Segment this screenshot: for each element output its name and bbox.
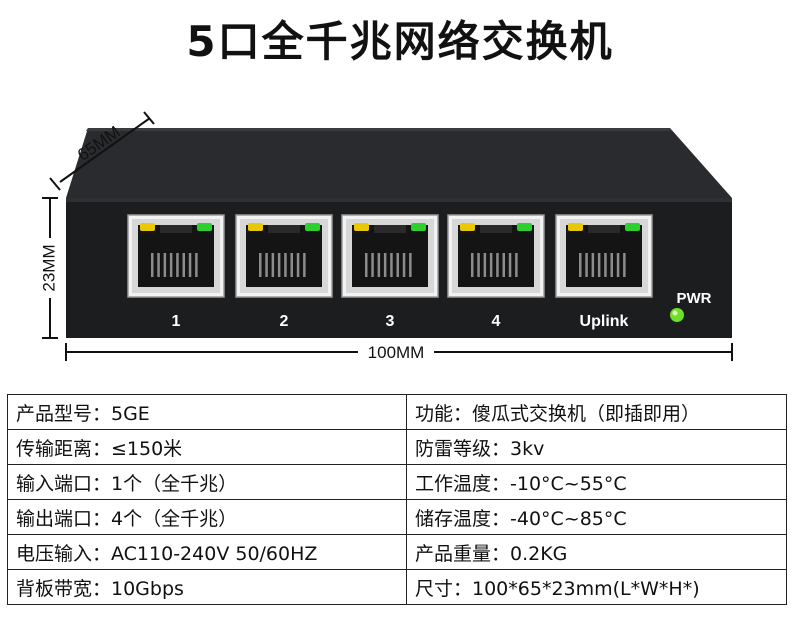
- spec-cell: 尺寸：100*65*23mm(L*W*H*): [406, 569, 787, 605]
- spec-cell: 工作温度：-10°C~55°C: [406, 464, 787, 500]
- link-led-green: [625, 223, 640, 231]
- spec-cell: 输入端口：1个（全千兆）: [7, 464, 407, 500]
- width-dimension: 100MM: [65, 342, 733, 362]
- spec-row: 传输距离：≤150米防雷等级：3kv: [7, 429, 787, 465]
- link-led-yellow: [140, 223, 155, 231]
- port-label: 2: [280, 313, 289, 330]
- page-title: 5口全千兆网络交换机: [186, 17, 614, 66]
- height-label: 23MM: [39, 244, 58, 291]
- link-led-green: [411, 223, 426, 231]
- port-label: 4: [492, 313, 501, 330]
- lan-port-2: 2: [235, 214, 333, 330]
- link-led-green: [197, 223, 212, 231]
- spec-cell: 电压输入：AC110-240V 50/60HZ: [7, 534, 407, 570]
- port-label: 1: [172, 313, 181, 330]
- spec-row: 输出端口：4个（全千兆）储存温度：-40°C~85°C: [7, 499, 787, 535]
- height-dimension: 23MM: [39, 197, 60, 339]
- lan-port-3: 3: [341, 214, 439, 330]
- spec-cell: 产品型号：5GE: [7, 394, 407, 430]
- port-label: Uplink: [580, 313, 629, 330]
- port-label: 3: [386, 313, 395, 330]
- lan-port-4: 4: [447, 214, 545, 330]
- link-led-yellow: [248, 223, 263, 231]
- pwr-label: PWR: [677, 290, 712, 307]
- spec-cell: 防雷等级：3kv: [406, 429, 787, 465]
- spec-cell: 背板带宽：10Gbps: [7, 569, 407, 605]
- link-led-yellow: [354, 223, 369, 231]
- spec-cell: 功能：傻瓜式交换机（即插即用）: [406, 394, 787, 430]
- switch-top-surface: [66, 128, 732, 198]
- spec-row: 输入端口：1个（全千兆）工作温度：-10°C~55°C: [7, 464, 787, 500]
- lan-port-1: 1: [127, 214, 225, 330]
- width-label: 100MM: [368, 343, 425, 362]
- link-led-yellow: [460, 223, 475, 231]
- pwr-led: [670, 308, 684, 322]
- link-led-green: [517, 223, 532, 231]
- spec-cell: 传输距离：≤150米: [7, 429, 407, 465]
- uplink-port: Uplink: [555, 214, 653, 330]
- link-led-yellow: [568, 223, 583, 231]
- spec-cell: 输出端口：4个（全千兆）: [7, 499, 407, 535]
- link-led-green: [305, 223, 320, 231]
- ports-group: 1 2 3 4 Uplink: [127, 214, 653, 330]
- spec-cell: 储存温度：-40°C~85°C: [406, 499, 787, 535]
- spec-cell: 产品重量：0.2KG: [406, 534, 787, 570]
